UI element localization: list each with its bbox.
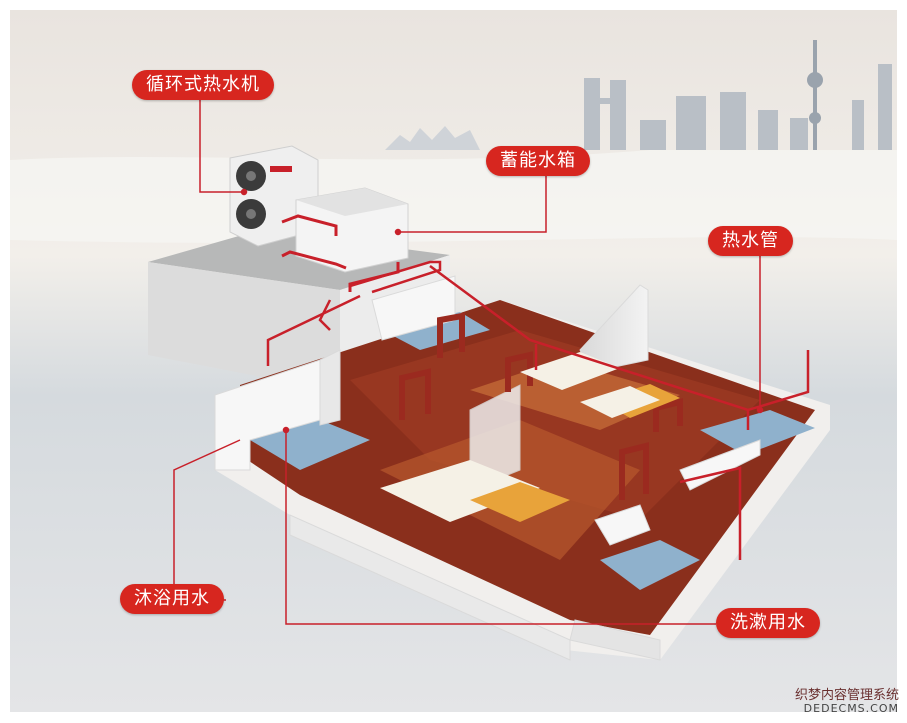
label-storage-tank: 蓄能水箱: [486, 146, 590, 176]
storage-tank: [295, 187, 409, 273]
hot-water-pipes: [266, 260, 810, 560]
door-frames: [399, 312, 683, 500]
label-washing-water: 洗漱用水: [716, 608, 820, 638]
watermark-domain: DEDECMS.COM: [803, 702, 899, 715]
label-circulating-water-heater: 循环式热水机: [132, 70, 274, 100]
bathroom-tiles: [250, 312, 815, 590]
callout-lines: [173, 96, 764, 625]
city-skyline: [385, 40, 892, 150]
label-bathing-water: 沐浴用水: [120, 584, 224, 614]
watermark-text: 织梦内容管理系统: [794, 688, 899, 703]
walls: [214, 275, 761, 661]
label-hot-water-pipe: 热水管: [708, 226, 793, 256]
